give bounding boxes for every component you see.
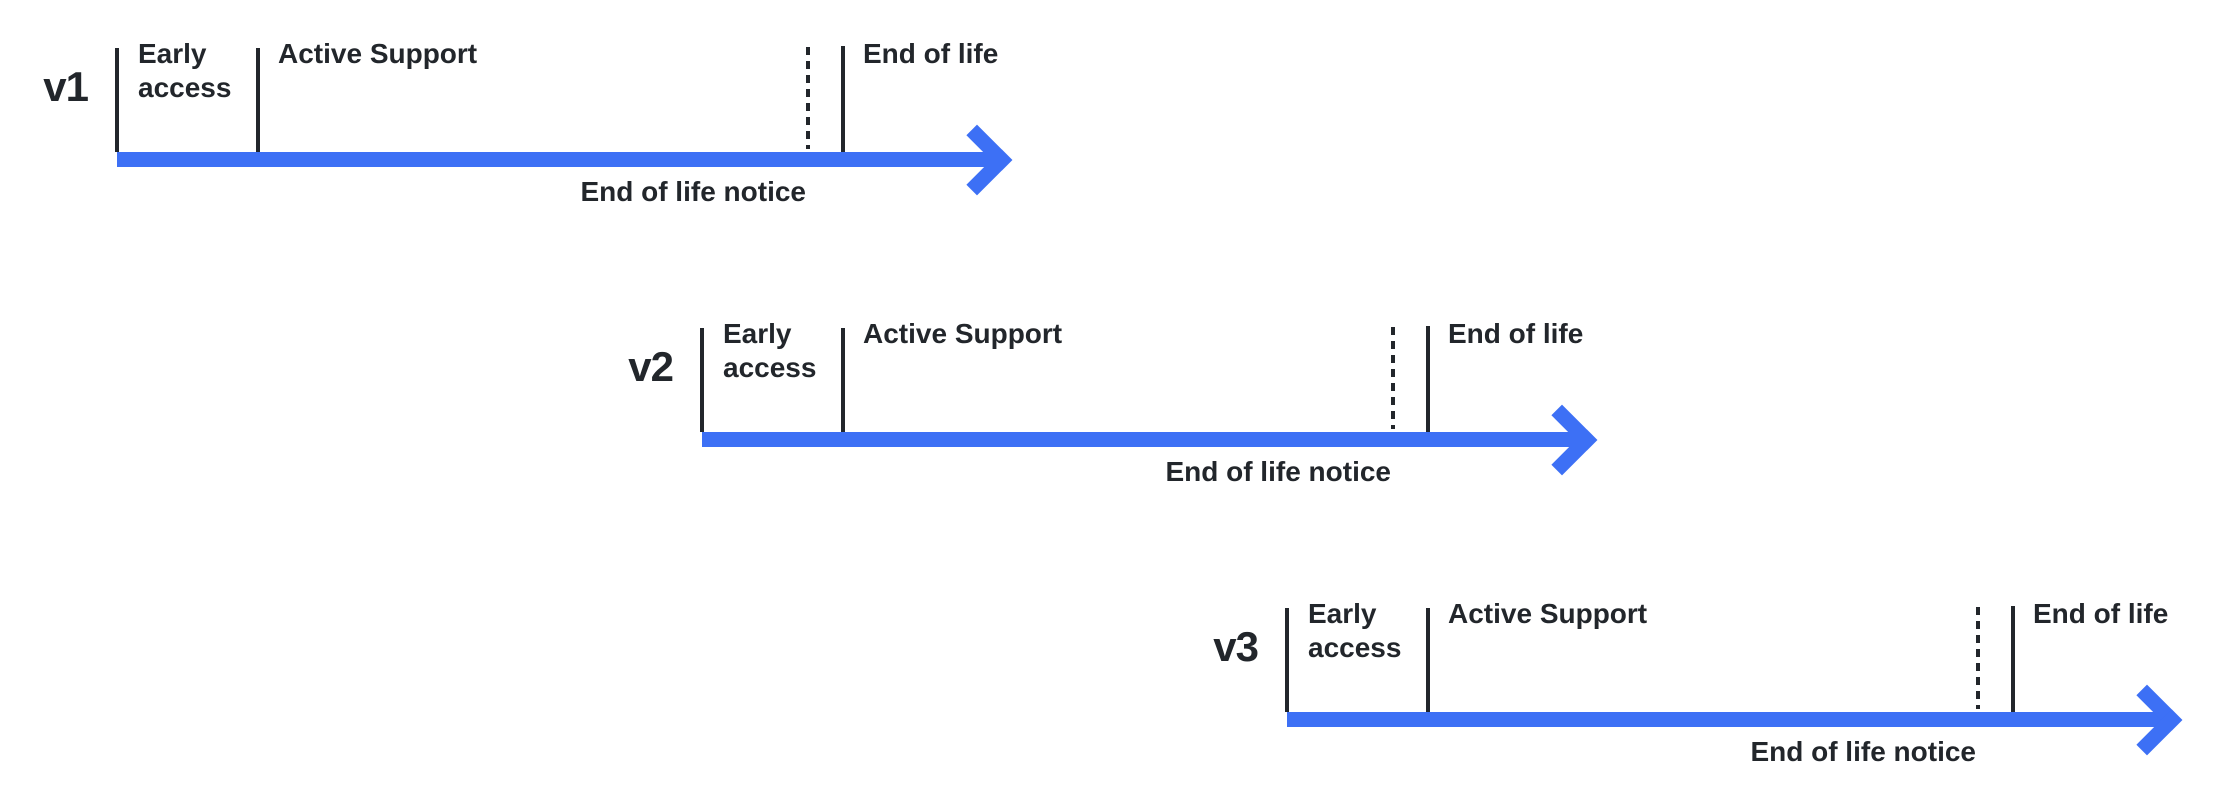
- tick-active-support-start: [841, 328, 845, 432]
- timeline-arrow-bar: [117, 152, 992, 167]
- timeline-row-v1: v1 Early access Active Support End of li…: [0, 0, 1260, 240]
- early-access-label: Early access: [1308, 598, 1402, 663]
- end-of-life-notice-label: End of life notice: [1165, 456, 1391, 487]
- tick-eol-notice-dashed: [806, 47, 810, 149]
- end-of-life-label: End of life: [1448, 318, 1584, 349]
- timeline-arrow-bar: [702, 432, 1577, 447]
- end-of-life-label: End of life: [863, 38, 999, 69]
- version-label: v1: [43, 63, 89, 110]
- active-support-label: Active Support: [863, 318, 1063, 349]
- tick-eol-notice-dashed: [1391, 327, 1395, 429]
- active-support-label: Active Support: [1448, 598, 1648, 629]
- timeline-arrow-bar: [1287, 712, 2162, 727]
- arrow-head-icon: [1526, 404, 1598, 476]
- tick-active-support-start: [1426, 608, 1430, 712]
- early-access-label: Early access: [138, 38, 232, 103]
- tick-active-support-start: [256, 48, 260, 152]
- end-of-life-notice-label: End of life notice: [1750, 736, 1976, 767]
- end-of-life-label: End of life: [2033, 598, 2169, 629]
- version-label: v3: [1213, 623, 1259, 670]
- tick-release-start: [1285, 608, 1289, 712]
- version-label: v2: [628, 343, 674, 390]
- tick-release-start: [700, 328, 704, 432]
- timeline-row-v2: v2 Early access Active Support End of li…: [585, 280, 1845, 520]
- tick-end-of-life: [841, 46, 845, 152]
- tick-end-of-life: [1426, 326, 1430, 432]
- end-of-life-notice-label: End of life notice: [580, 176, 806, 207]
- tick-end-of-life: [2011, 606, 2015, 712]
- tick-release-start: [115, 48, 119, 152]
- timeline-row-v3: v3 Early access Active Support End of li…: [1170, 560, 2228, 800]
- active-support-label: Active Support: [278, 38, 478, 69]
- arrow-head-icon: [941, 124, 1013, 196]
- early-access-label: Early access: [723, 318, 817, 383]
- tick-eol-notice-dashed: [1976, 607, 1980, 709]
- arrow-head-icon: [2111, 684, 2183, 756]
